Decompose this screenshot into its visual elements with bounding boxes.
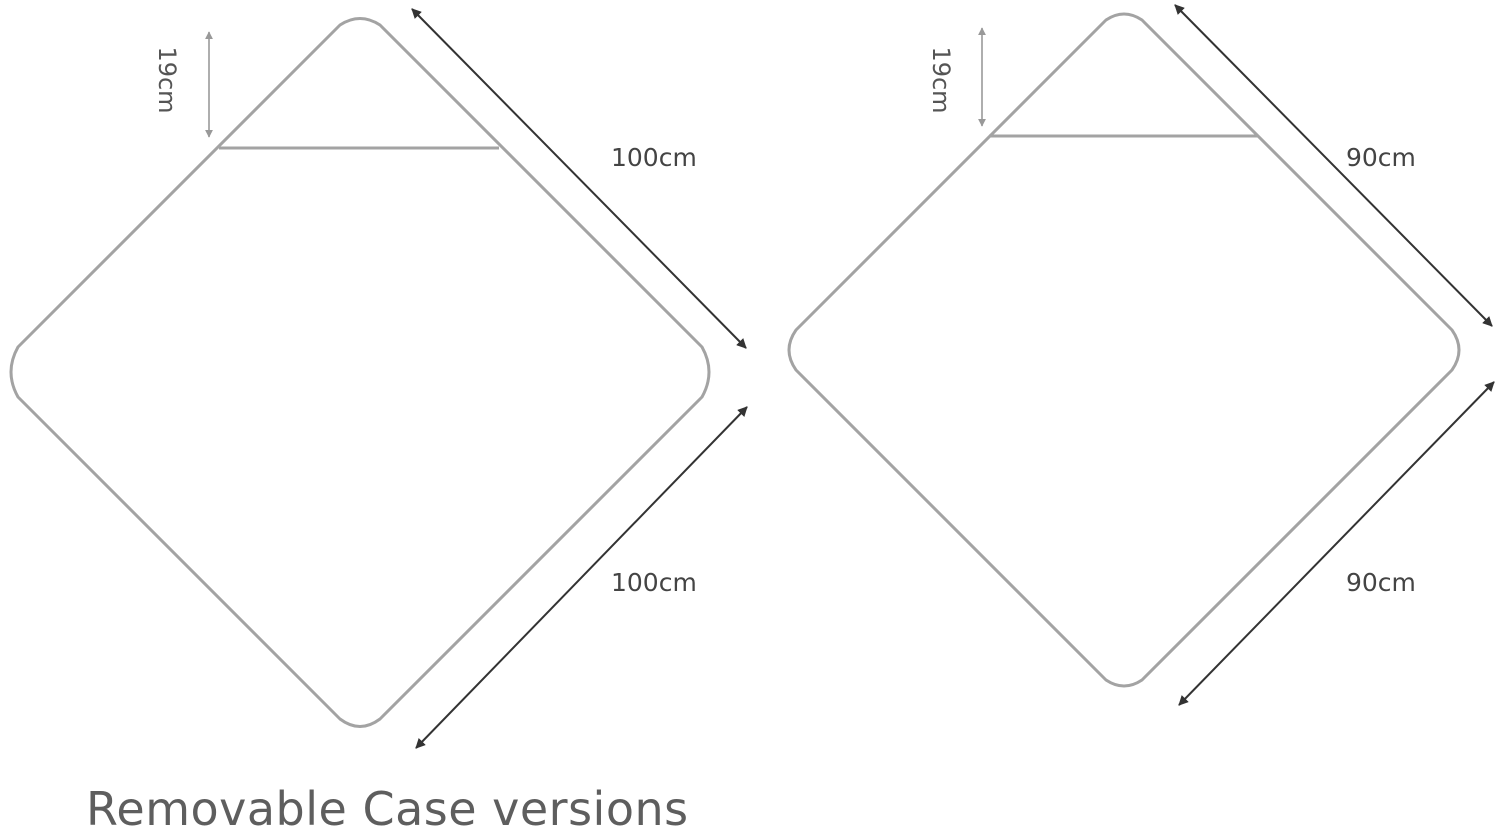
- lower-side-label-large: 100cm: [611, 568, 697, 597]
- caption-title: Removable Case versions: [86, 782, 689, 836]
- upper-side-label-small: 90cm: [1346, 143, 1416, 172]
- towel-outline-large: [9, 17, 711, 728]
- towel-version-large: 19cm 100cm 100cm: [9, 8, 748, 749]
- upper-side-arrow-small: [1174, 4, 1493, 327]
- upper-side-arrow-large: [411, 8, 747, 349]
- lower-side-arrow-large: [415, 406, 748, 749]
- hood-height-label-large: 19cm: [153, 46, 181, 113]
- lower-side-label-small: 90cm: [1346, 568, 1416, 597]
- upper-side-label-large: 100cm: [611, 143, 697, 172]
- hood-height-label-small: 19cm: [927, 46, 955, 113]
- lower-side-arrow-small: [1178, 381, 1495, 706]
- towel-version-small: 19cm 90cm 90cm: [787, 4, 1495, 706]
